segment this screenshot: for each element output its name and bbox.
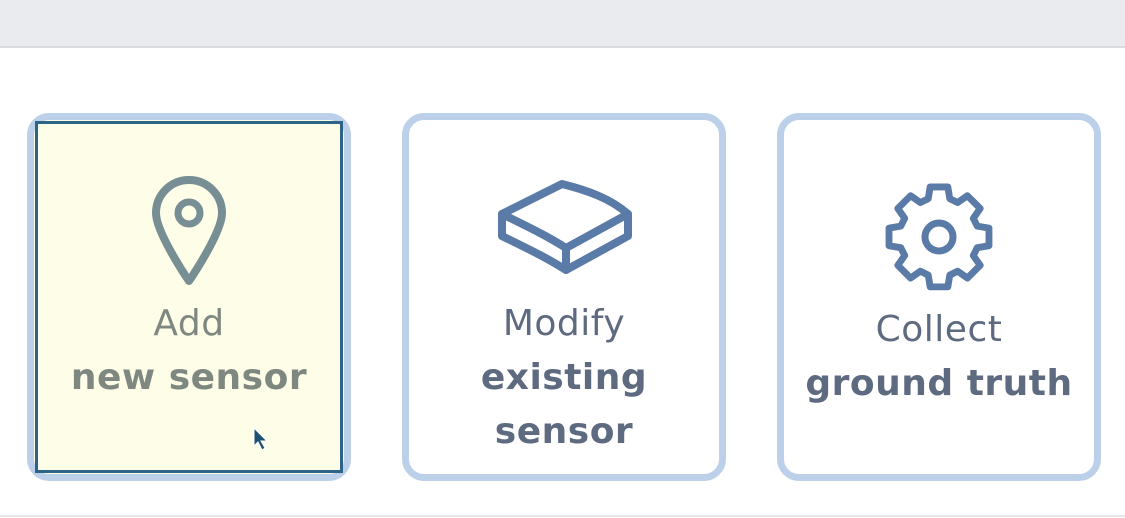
label-line2: existing sensor <box>480 357 648 452</box>
bottom-divider <box>0 515 1125 517</box>
label-line2: ground truth <box>805 363 1073 404</box>
label-line1: Modify <box>502 303 626 344</box>
modify-existing-sensor-label: Modify existing sensor <box>409 297 719 459</box>
mouse-cursor-icon <box>253 426 269 451</box>
top-bar <box>0 0 1125 48</box>
label-line2: new sensor <box>70 357 308 398</box>
collect-ground-truth-label: Collect ground truth <box>784 303 1094 411</box>
map-pin-icon <box>34 175 344 295</box>
collect-ground-truth-button[interactable]: Collect ground truth <box>777 113 1101 481</box>
label-line1: Collect <box>875 309 1003 350</box>
add-new-sensor-label: Add new sensor <box>34 297 344 405</box>
label-line1: Add <box>153 303 225 344</box>
gear-icon <box>784 177 1094 297</box>
modify-existing-sensor-button[interactable]: Modify existing sensor <box>402 113 726 481</box>
add-new-sensor-button[interactable]: Add new sensor <box>27 113 351 481</box>
sensor-box-icon <box>409 172 719 292</box>
